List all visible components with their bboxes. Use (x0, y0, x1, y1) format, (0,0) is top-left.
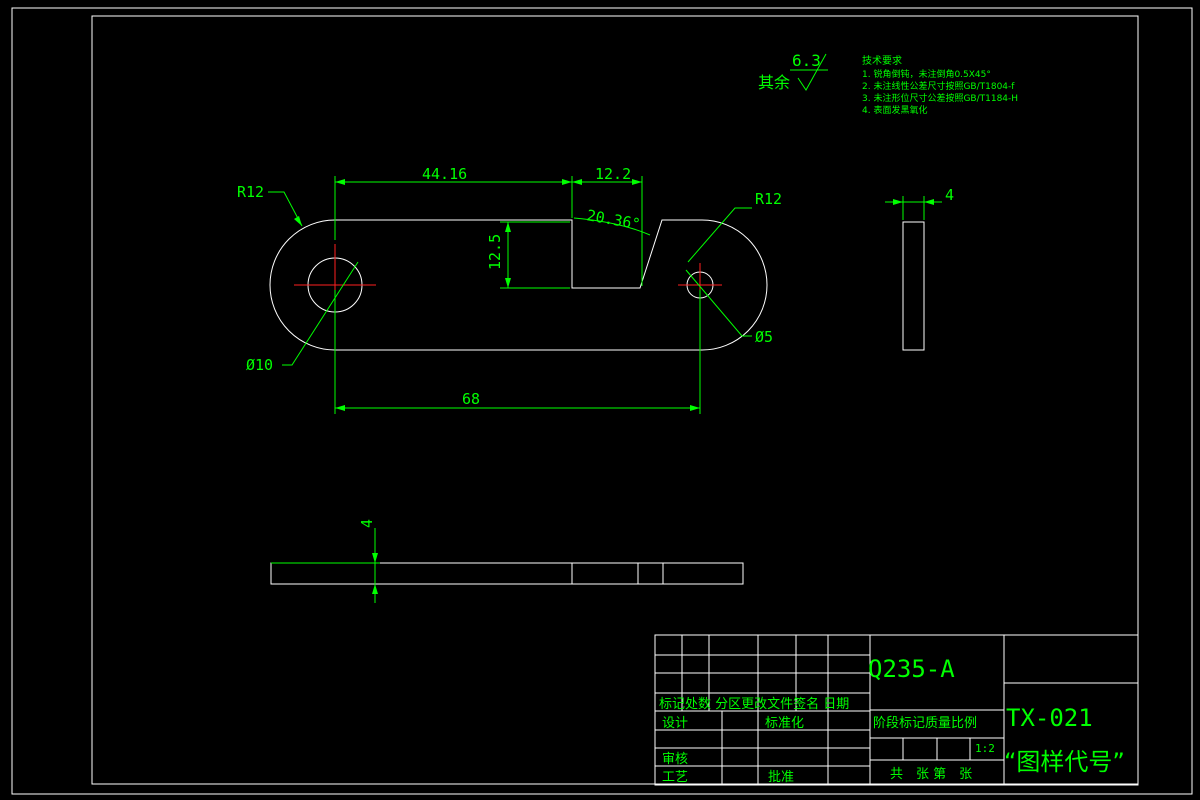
material-text: Q235-A (868, 655, 955, 683)
tech-req-item: 4. 表面发黑氧化 (862, 104, 927, 116)
stage-header: 阶段标记质量比例 (873, 716, 977, 731)
dimensions (268, 176, 752, 414)
dim-dia10: Ø10 (246, 356, 273, 374)
tech-req-title: 技术要求 (862, 54, 902, 67)
standardize-label: 标准化 (765, 716, 804, 731)
dim-r12-left: R12 (237, 183, 264, 201)
surface-finish-symbol (790, 53, 828, 91)
dim-12-5: 12.5 (486, 234, 504, 270)
approve-label: 批准 (768, 770, 794, 785)
dim-thickness-bottom: 4 (358, 519, 376, 528)
dim-44-16: 44.16 (422, 165, 467, 183)
revision-header: 标记处数 分区更改文件签名 日期 (659, 696, 849, 712)
scale-value: 1:2 (975, 742, 995, 755)
title-block-grid (654, 634, 1139, 786)
review-label: 审核 (662, 752, 688, 767)
front-view (269, 219, 768, 351)
dim-12-2: 12.2 (595, 165, 631, 183)
outer-frame (11, 7, 1193, 795)
design-label: 设计 (662, 716, 688, 731)
tech-req-item: 2. 未注线性公差尺寸按照GB/T1804-f (862, 80, 1015, 92)
tech-req-item: 3. 未注形位尺寸公差按照GB/T1184-H (862, 92, 1018, 104)
side-view (885, 196, 942, 351)
sheets-label: 共 张 第 张 (890, 767, 972, 782)
part-outline (269, 219, 768, 351)
process-label: 工艺 (662, 770, 688, 785)
drawing-number: TX-021 (1006, 704, 1093, 732)
dim-thickness-side: 4 (945, 186, 954, 204)
inner-frame (91, 15, 1139, 785)
finish-label: 其余 (758, 73, 790, 92)
code-name: “图样代号” (1004, 748, 1125, 776)
tech-req-item: 1. 锐角倒钝，未注倒角0.5X45° (862, 68, 991, 80)
finish-value: 6.3 (792, 51, 821, 70)
top-view (270, 528, 744, 603)
dim-dia5: Ø5 (755, 328, 773, 346)
dim-68: 68 (462, 390, 480, 408)
dim-angle: 20.36° (585, 206, 641, 233)
dim-r12-right: R12 (755, 190, 782, 208)
